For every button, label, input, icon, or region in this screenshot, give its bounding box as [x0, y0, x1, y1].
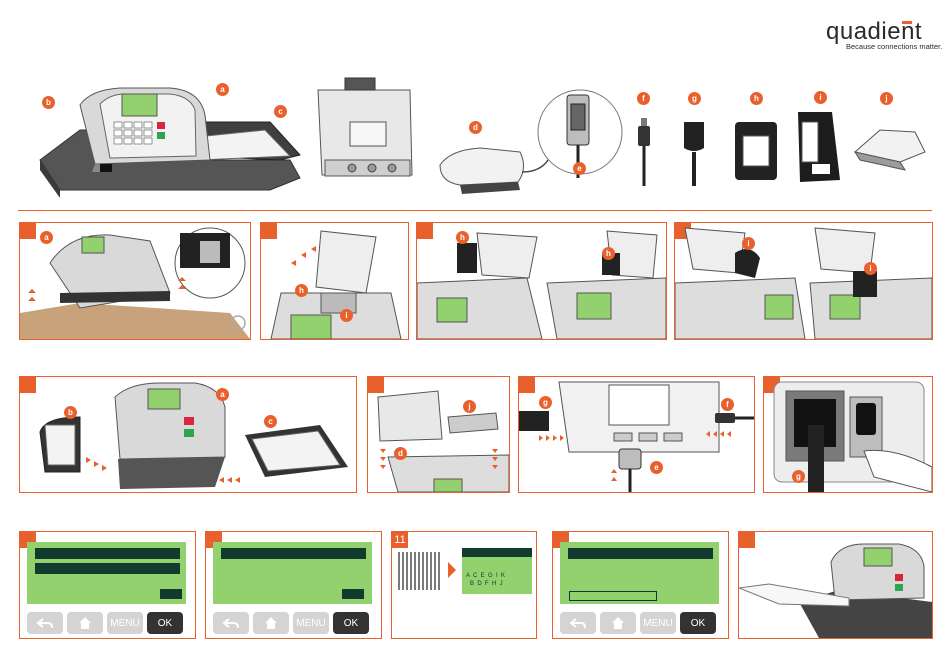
step-panel-screen-setup-1: MENU OK — [19, 531, 196, 639]
test-lcd: A C E G I K B D F H J — [462, 548, 532, 594]
lcd-screen — [213, 542, 372, 604]
open-cover-drawing — [261, 223, 408, 339]
label-b: b — [64, 406, 77, 419]
home-button[interactable] — [600, 612, 636, 634]
menu-button[interactable]: MENU — [107, 612, 143, 634]
brand-logo: quadient Because connections matter. — [826, 18, 938, 50]
step-panel-feed-envelope — [738, 531, 933, 639]
back-arrow-icon — [37, 617, 53, 629]
screen-ok-box — [342, 589, 364, 599]
components-overview: b a c d e f g h i j — [0, 60, 950, 205]
screen-line — [35, 548, 180, 559]
step-panel-insert-cartridge: h h — [416, 222, 667, 340]
label-e: e — [650, 461, 663, 474]
home-icon — [78, 616, 92, 630]
screen-line — [568, 548, 713, 559]
label-i: i — [742, 237, 755, 250]
pattern-letters-bottom: B D F H J — [470, 581, 503, 587]
screen-line — [221, 548, 366, 559]
step-panel-print-test: 11 A C E G I K B D F H J — [391, 531, 537, 639]
menu-button[interactable]: MENU — [293, 612, 329, 634]
ok-button[interactable]: OK — [680, 612, 716, 634]
label-a: a — [216, 83, 229, 96]
screen-line — [462, 548, 532, 557]
label-a: a — [216, 388, 229, 401]
control-keys: MENU OK — [560, 612, 716, 634]
label-j: j — [880, 92, 893, 105]
brand-tagline: Because connections matter. — [846, 42, 942, 51]
label-f: f — [721, 398, 734, 411]
home-icon — [264, 616, 278, 630]
attach-scale-drawing — [368, 377, 509, 492]
step-panel-insert-ink: i i — [674, 222, 933, 340]
section-divider — [18, 210, 932, 211]
label-a: a — [40, 231, 53, 244]
power-on-drawing — [764, 377, 932, 492]
home-button[interactable] — [253, 612, 289, 634]
screen-ok-box — [160, 589, 182, 599]
label-b: b — [42, 96, 55, 109]
label-g: g — [792, 470, 805, 483]
home-icon — [611, 616, 625, 630]
step-panel-open-cover: h i — [260, 222, 409, 340]
label-d: d — [394, 447, 407, 460]
step-panel-screen-setup-3: MENU OK — [552, 531, 729, 639]
step-panel-power-on: g — [763, 376, 933, 493]
label-e: e — [573, 162, 586, 175]
ok-button[interactable]: OK — [147, 612, 183, 634]
step-panel-attach-scale: j d — [367, 376, 510, 493]
label-g: g — [688, 92, 701, 105]
step-panel-unpack: a — [19, 222, 251, 340]
label-h: h — [750, 92, 763, 105]
label-h: h — [295, 284, 308, 297]
back-button[interactable] — [27, 612, 63, 634]
insert-cartridge-drawing — [417, 223, 666, 339]
ok-button[interactable]: OK — [333, 612, 369, 634]
label-j: j — [463, 400, 476, 413]
back-button[interactable] — [560, 612, 596, 634]
label-i: i — [864, 262, 877, 275]
assemble-drawing — [20, 377, 356, 492]
control-keys: MENU OK — [27, 612, 183, 634]
label-d: d — [469, 121, 482, 134]
screen-input-box — [569, 591, 657, 601]
step-panel-connect-cables: g f e — [518, 376, 755, 493]
feed-envelope-drawing — [739, 532, 932, 638]
lcd-screen — [560, 542, 719, 604]
menu-button[interactable]: MENU — [640, 612, 676, 634]
pattern-letters-top: A C E G I K — [466, 573, 505, 579]
control-keys: MENU OK — [213, 612, 369, 634]
label-i: i — [814, 91, 827, 104]
unpack-drawing — [20, 223, 250, 339]
label-h: h — [602, 247, 615, 260]
brand-mark — [902, 21, 912, 24]
back-arrow-icon — [223, 617, 239, 629]
connect-cables-drawing — [519, 377, 754, 492]
back-arrow-icon — [570, 617, 586, 629]
label-c: c — [274, 105, 287, 118]
step-panel-screen-setup-2: MENU OK — [205, 531, 382, 639]
label-f: f — [637, 92, 650, 105]
insert-ink-drawing — [675, 223, 932, 339]
step-panel-assemble: b a c — [19, 376, 357, 493]
label-h: h — [456, 231, 469, 244]
label-g: g — [539, 396, 552, 409]
lcd-screen — [27, 542, 186, 604]
back-button[interactable] — [213, 612, 249, 634]
home-button[interactable] — [67, 612, 103, 634]
label-c: c — [264, 415, 277, 428]
label-i: i — [340, 309, 353, 322]
screen-line — [35, 563, 180, 574]
